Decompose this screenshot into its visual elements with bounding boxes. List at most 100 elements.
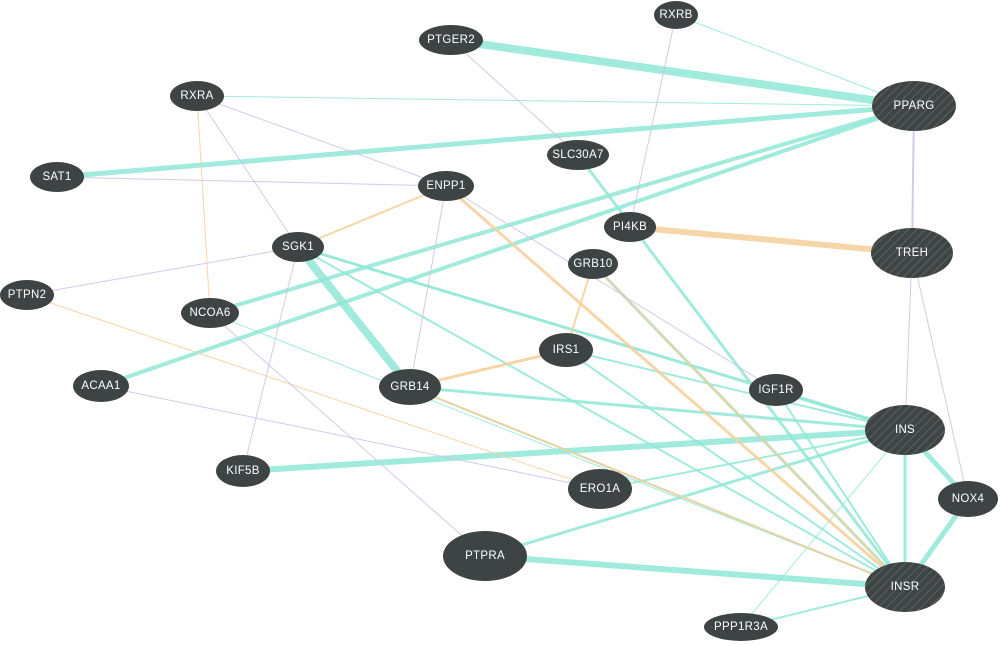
query-node-shape[interactable] [865, 405, 945, 455]
edge-irs1-insr[interactable] [565, 349, 906, 588]
edge-sgk1-kif5b[interactable] [242, 246, 299, 472]
node-ncoa6[interactable]: NCOA6 [181, 298, 239, 328]
node-slc30a7[interactable]: SLC30A7 [547, 140, 609, 170]
edge-ptpra-ins[interactable] [484, 428, 906, 558]
node-ero1a[interactable]: ERO1A [568, 469, 632, 509]
node-shape[interactable] [170, 81, 224, 111]
node-kif5b[interactable]: KIF5B [216, 455, 270, 487]
edge-enpp1-igf1r[interactable] [445, 185, 777, 391]
node-label: NCOA6 [189, 307, 230, 319]
node-pparg[interactable]: PPARG [872, 81, 956, 131]
node-shape[interactable] [418, 171, 474, 201]
node-shape[interactable] [547, 140, 609, 170]
edge-ptger2-pparg[interactable] [450, 36, 915, 110]
node-shape[interactable] [272, 232, 324, 262]
node-label: GRB14 [390, 381, 430, 393]
edge-rxrb-pparg[interactable] [675, 14, 915, 107]
node-shape[interactable] [568, 249, 618, 279]
node-rxra[interactable]: RXRA [170, 81, 224, 111]
node-label: PTGER2 [427, 34, 475, 46]
edge-ncoa6-insr[interactable] [209, 312, 906, 588]
node-label: SGK1 [282, 241, 314, 253]
node-shape[interactable] [443, 531, 527, 581]
node-acaa1[interactable]: ACAA1 [73, 370, 129, 402]
node-igf1r[interactable]: IGF1R [749, 374, 803, 406]
query-node-shape[interactable] [871, 228, 953, 278]
node-enpp1[interactable]: ENPP1 [418, 171, 474, 201]
node-shape[interactable] [216, 455, 270, 487]
edge-sgk1-ptpn2[interactable] [26, 246, 299, 296]
node-nox4[interactable]: NOX4 [938, 481, 998, 517]
node-shape[interactable] [938, 481, 998, 517]
node-rxrb[interactable]: RXRB [654, 1, 698, 29]
edge-sgk1-igf1r[interactable] [297, 246, 777, 391]
node-shape[interactable] [654, 1, 698, 29]
edge-sgk1-enpp1[interactable] [297, 185, 447, 248]
edge-ero1a-ins[interactable] [599, 429, 906, 490]
edge-irs1-ins[interactable] [565, 349, 906, 431]
edge-enpp1-grb14[interactable] [409, 185, 447, 388]
edge-treh-ins[interactable] [904, 252, 913, 431]
node-shape[interactable] [568, 469, 632, 509]
edge-sat1-pparg[interactable] [56, 103, 915, 180]
edge-sat1-enpp1[interactable] [56, 176, 447, 187]
edge-enpp1-insr[interactable] [445, 184, 906, 589]
node-shape[interactable] [73, 370, 129, 402]
node-shape[interactable] [704, 613, 778, 641]
query-node-shape[interactable] [872, 81, 956, 131]
node-shape[interactable] [419, 25, 483, 55]
edge-rxra-enpp1[interactable] [196, 95, 447, 187]
edge-acaa1-ero1a[interactable] [100, 385, 601, 490]
node-shape[interactable] [0, 280, 54, 310]
edge-sgk1-insr[interactable] [297, 246, 906, 588]
node-shape[interactable] [30, 162, 84, 192]
node-label: ERO1A [580, 483, 621, 495]
edge-ptger2-slc30a7[interactable] [450, 39, 579, 156]
node-ppp1r3a[interactable]: PPP1R3A [704, 613, 778, 641]
edge-ptpra-insr[interactable] [484, 553, 906, 590]
node-label: ENPP1 [426, 180, 465, 192]
edge-acaa1-pparg[interactable] [100, 104, 915, 388]
node-shape[interactable] [379, 369, 441, 405]
node-label: RXRA [180, 90, 213, 102]
node-ptger2[interactable]: PTGER2 [419, 25, 483, 55]
edge-ptpn2-ero1a[interactable] [26, 294, 601, 490]
edge-igf1r-insr[interactable] [775, 389, 906, 588]
node-sgk1[interactable]: SGK1 [272, 232, 324, 262]
node-sat1[interactable]: SAT1 [30, 162, 84, 192]
node-shape[interactable] [181, 298, 239, 328]
edge-rxrb-pi4kb[interactable] [629, 14, 677, 228]
edge-grb14-ins[interactable] [409, 385, 906, 432]
node-ptpn2[interactable]: PTPN2 [0, 280, 54, 310]
node-label: GRB10 [573, 258, 612, 270]
node-ins[interactable]: INS [865, 405, 945, 455]
node-label: NOX4 [952, 493, 985, 505]
edge-treh-nox4[interactable] [911, 252, 969, 500]
node-label: IRS1 [553, 344, 580, 356]
node-shape[interactable] [604, 212, 656, 242]
edge-grb10-insr[interactable] [592, 263, 906, 588]
edge-rxra-ncoa6[interactable] [196, 95, 211, 314]
edge-ncoa6-ptpra[interactable] [209, 312, 486, 557]
edge-kif5b-ins[interactable] [242, 427, 906, 474]
node-ptpra[interactable]: PTPRA [443, 531, 527, 581]
node-shape[interactable] [749, 374, 803, 406]
node-treh[interactable]: TREH [871, 228, 953, 278]
node-shape[interactable] [539, 333, 593, 367]
edge-rxra-pparg[interactable] [196, 95, 915, 107]
edge-sgk1-grb14[interactable] [294, 244, 414, 390]
node-label: SAT1 [42, 171, 71, 183]
node-irs1[interactable]: IRS1 [539, 333, 593, 367]
node-label: PPARG [894, 100, 935, 112]
node-label: RXRB [659, 9, 692, 21]
edge-rxra-sgk1[interactable] [196, 95, 299, 248]
node-grb10[interactable]: GRB10 [568, 249, 618, 279]
edge-grb14-insr[interactable] [409, 386, 906, 588]
query-node-shape[interactable] [865, 562, 945, 612]
node-insr[interactable]: INSR [865, 562, 945, 612]
node-grb14[interactable]: GRB14 [379, 369, 441, 405]
node-pi4kb[interactable]: PI4KB [604, 212, 656, 242]
edge-pi4kb-treh[interactable] [629, 224, 913, 256]
